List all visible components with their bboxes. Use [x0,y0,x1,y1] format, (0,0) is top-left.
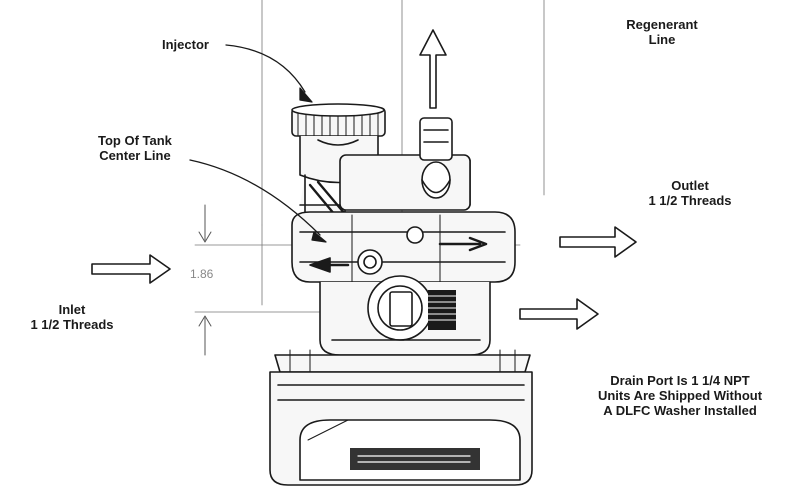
injector-label: Injector [162,37,209,52]
regenerant-label: Regenerant Line [612,17,712,47]
top-of-tank-line1: Top Of Tank [98,133,172,148]
outlet-line2: 1 1/2 Threads [648,193,732,208]
drain-note-line3: A DLFC Washer Installed [603,403,757,418]
tank-base [269,371,533,486]
regenerant-line1: Regenerant [626,17,698,32]
dimension-markers [198,204,212,356]
main-body [291,211,516,283]
drain-note: Drain Port Is 1 1/4 NPT Units Are Shippe… [565,373,795,418]
drain-housing [319,275,491,356]
regenerant-line2: Line [648,32,676,47]
inlet-line2: 1 1/2 Threads [30,317,114,332]
inlet-arrow [91,254,171,284]
up-arrow [419,29,447,109]
drain-note-line2: Units Are Shipped Without [597,388,763,403]
inlet-line1: Inlet [58,302,86,317]
outlet-label: Outlet 1 1/2 Threads [625,178,755,208]
outlet-line1: Outlet [671,178,709,193]
upper-body [299,117,471,217]
inlet-label: Inlet 1 1/2 Threads [12,302,132,332]
leader-lines [189,44,327,243]
dimension-value: 1.86 [190,267,214,281]
drain-note-line1: Drain Port Is 1 1/4 NPT [610,373,750,388]
top-of-tank-label: Top Of Tank Center Line [98,133,172,163]
outlet-arrow [559,226,637,258]
top-of-tank-line2: Center Line [99,148,171,163]
drain-arrow [519,298,599,330]
